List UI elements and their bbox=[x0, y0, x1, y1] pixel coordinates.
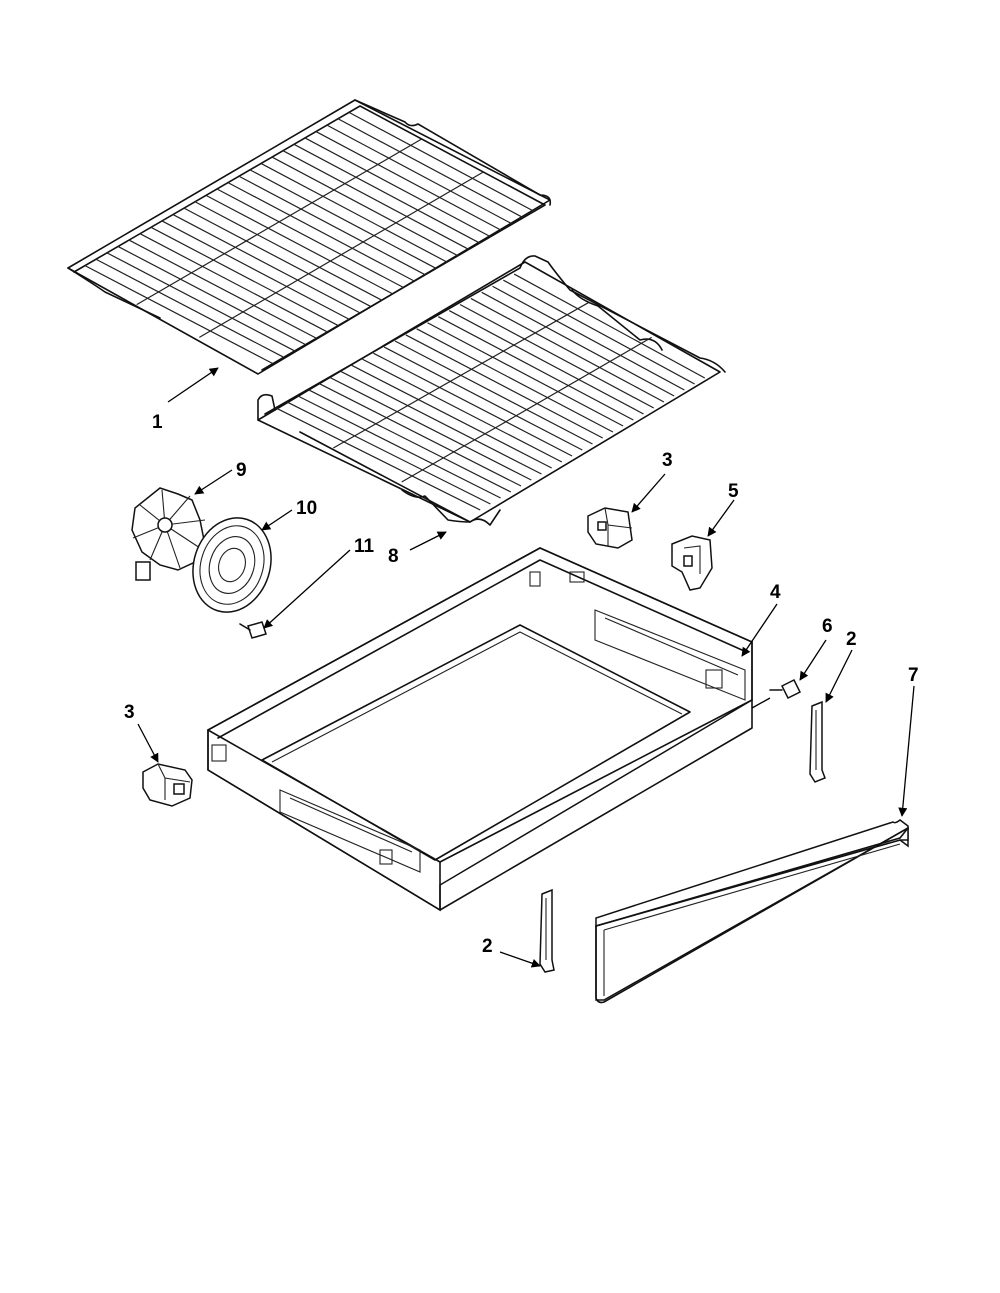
callout-2-bottom: 2 bbox=[482, 936, 493, 957]
callout-7: 7 bbox=[908, 665, 919, 686]
callout-10: 10 bbox=[296, 498, 317, 519]
callout-3-right: 3 bbox=[662, 450, 673, 471]
hinge-receptacle-left bbox=[142, 763, 193, 807]
callout-1: 1 bbox=[152, 412, 163, 433]
convection-fan-blade bbox=[131, 487, 206, 581]
callout-numbers: 1 2 2 3 3 4 5 6 7 8 9 10 11 bbox=[124, 412, 919, 957]
callout-5: 5 bbox=[728, 481, 739, 502]
callout-11: 11 bbox=[354, 536, 375, 557]
drawer-front-panel bbox=[595, 819, 909, 1004]
callout-4: 4 bbox=[770, 582, 781, 603]
callout-8: 8 bbox=[388, 546, 399, 567]
convection-fan-cover bbox=[192, 517, 272, 613]
drawer-slide-bracket-bottom bbox=[539, 888, 555, 973]
screw-part-11 bbox=[239, 621, 267, 639]
hinge-receptacle-right bbox=[587, 507, 633, 549]
offset-oven-rack bbox=[257, 255, 726, 526]
callout-9: 9 bbox=[236, 460, 247, 481]
warming-drawer-body bbox=[207, 547, 753, 912]
callout-2-right: 2 bbox=[846, 629, 857, 650]
drawer-clip bbox=[671, 535, 713, 591]
callout-6: 6 bbox=[822, 616, 833, 637]
flat-oven-rack bbox=[67, 99, 552, 375]
leader-lines bbox=[137, 367, 915, 968]
drawer-slide-bracket-right bbox=[809, 700, 826, 783]
screw-part-6 bbox=[769, 678, 802, 700]
callout-3-left: 3 bbox=[124, 702, 135, 723]
